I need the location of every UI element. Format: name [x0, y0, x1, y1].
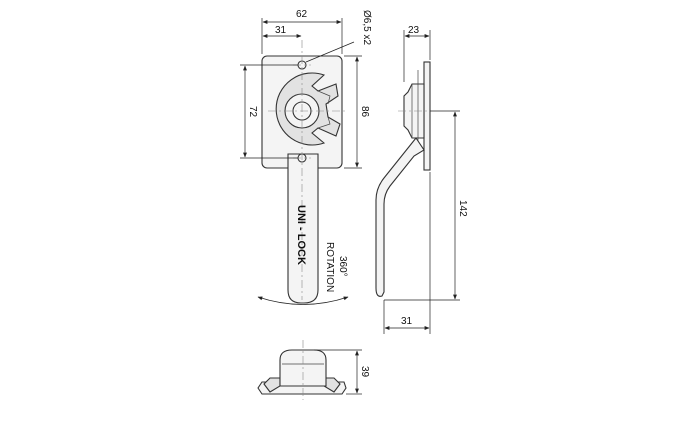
dim-hole-spec: Ø6,5 x2 [361, 10, 372, 45]
rotation-word: ROTATION [324, 242, 335, 292]
dim-side-depth: 23 [408, 25, 420, 36]
dim-side-offset: 31 [401, 316, 413, 327]
handle [287, 153, 319, 304]
dim-plate-width: 62 [296, 9, 308, 20]
side-backplate [423, 61, 431, 171]
cam-slot-edges [317, 90, 331, 129]
dim-half-width: 31 [275, 25, 287, 36]
hole-leader-line [305, 41, 355, 63]
rotation-arrow-icon [257, 296, 349, 305]
dim-hole-spacing: 72 [247, 106, 258, 118]
side-lever [375, 137, 425, 297]
bottom-view: 39 [257, 340, 370, 400]
dim-plate-height: 86 [359, 106, 370, 118]
dim-overall-length: 142 [457, 200, 468, 217]
front-view: UNI - LOCK 360° ROTATION 62 31 Ø6,5 x2 7… [240, 9, 372, 305]
brand-label: UNI - LOCK [295, 205, 307, 265]
rotation-value: 360° [337, 256, 348, 277]
side-view: 23 142 31 [375, 25, 468, 334]
dim-bottom-height: 39 [359, 366, 370, 378]
